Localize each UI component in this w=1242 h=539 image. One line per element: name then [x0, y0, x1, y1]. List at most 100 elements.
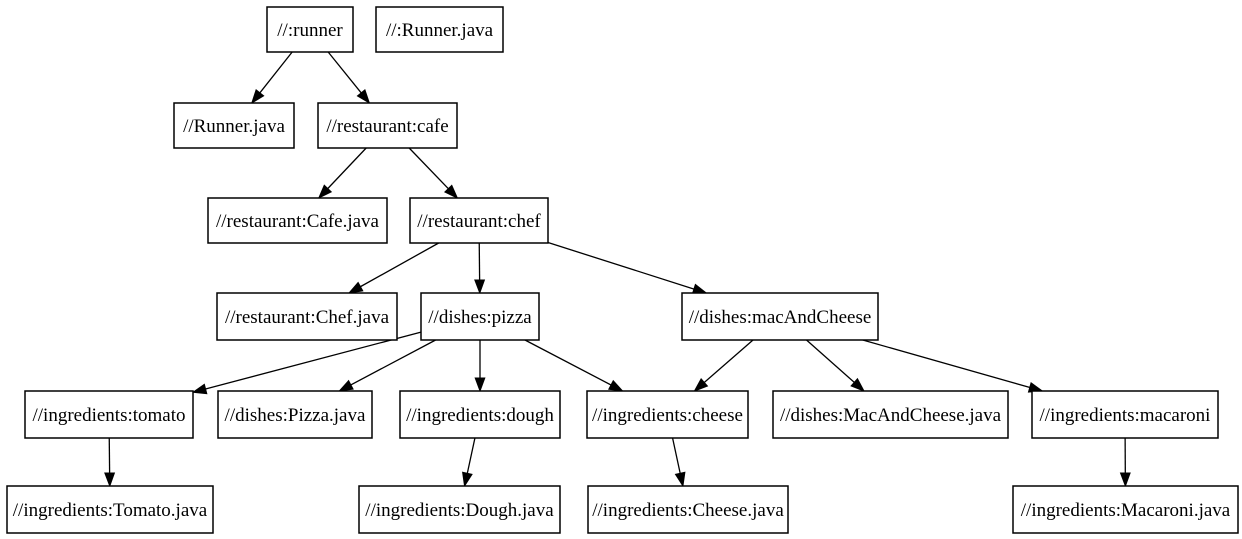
- edge-pizza-tomato: [191, 331, 422, 395]
- edge-arrowhead-icon: [347, 281, 364, 294]
- node-label: //restaurant:Chef.java: [225, 307, 390, 328]
- node-box: [358, 485, 561, 534]
- graph-node-dough-java: //ingredients:Dough.java: [358, 485, 561, 534]
- graph-node-cheese-java: //ingredients:Cheese.java: [587, 485, 789, 534]
- graph-node-mac-and-cheese: //dishes:macAndCheese: [681, 292, 879, 341]
- edge-line: [524, 339, 614, 387]
- edge-pizza-cheese: [524, 339, 624, 392]
- graph-node-runner-java: //Runner.java: [173, 102, 295, 149]
- node-label: //ingredients:macaroni: [1040, 405, 1211, 426]
- node-label: //Runner.java: [183, 116, 285, 137]
- edge-mac-and-cheese-macaroni: [862, 339, 1044, 393]
- edge-chef-pizza: [474, 242, 486, 295]
- node-box: [317, 102, 458, 149]
- edge-arrowhead-icon: [462, 471, 473, 488]
- node-label: //ingredients:Dough.java: [365, 500, 554, 521]
- node-box: [6, 485, 214, 534]
- node-label: //restaurant:cafe: [326, 116, 448, 137]
- edge-chef-mac-and-cheese: [547, 241, 708, 295]
- edge-cafe-chef: [408, 147, 459, 200]
- edge-runner-runner-java: [250, 51, 293, 105]
- node-box: [586, 390, 749, 439]
- edge-arrowhead-icon: [693, 377, 709, 392]
- edge-pizza-pizza-java: [338, 339, 436, 392]
- edge-line: [547, 241, 697, 291]
- edge-line: [806, 339, 857, 385]
- node-box: [399, 390, 561, 439]
- node-label: //ingredients:dough: [406, 405, 554, 426]
- edge-line: [408, 147, 451, 192]
- edge-line: [325, 147, 367, 192]
- edge-line: [257, 51, 293, 96]
- node-label: //ingredients:Macaroni.java: [1021, 500, 1231, 521]
- node-box: [173, 102, 295, 149]
- node-box: [24, 390, 194, 439]
- node-label: //:runner: [277, 20, 343, 41]
- graph-node-mac-and-cheese-java: //dishes:MacAndCheese.java: [772, 390, 1009, 439]
- node-label: //restaurant:Cafe.java: [216, 211, 380, 232]
- edge-line: [347, 339, 436, 387]
- edge-arrowhead-icon: [250, 88, 265, 105]
- edge-line: [701, 339, 754, 385]
- node-box: [409, 197, 549, 244]
- edge-cheese-cheese-java: [671, 437, 686, 488]
- node-label: //ingredients:tomato: [32, 405, 185, 426]
- node-box: [266, 6, 354, 53]
- edge-arrowhead-icon: [104, 472, 116, 488]
- node-box: [216, 292, 398, 341]
- graph-node-runner: //:runner: [266, 6, 354, 53]
- graph-node-cafe: //restaurant:cafe: [317, 102, 458, 149]
- edge-chef-chef-java: [347, 242, 440, 294]
- edge-arrowhead-icon: [608, 379, 624, 392]
- edge-arrowhead-icon: [191, 383, 208, 395]
- graph-node-cheese: //ingredients:cheese: [586, 390, 749, 439]
- edge-line: [862, 339, 1033, 389]
- edge-arrowhead-icon: [474, 279, 486, 295]
- edge-mac-and-cheese-mac-and-cheese-java: [806, 339, 866, 392]
- graph-node-tomato: //ingredients:tomato: [24, 390, 194, 439]
- edge-tomato-tomato-java: [104, 437, 116, 488]
- node-label: //dishes:macAndCheese: [689, 307, 872, 328]
- edges-layer: [104, 51, 1131, 488]
- node-box: [587, 485, 789, 534]
- node-box: [207, 197, 388, 244]
- edge-pizza-dough: [474, 340, 486, 393]
- graph-node-chef: //restaurant:chef: [409, 197, 549, 244]
- edge-arrowhead-icon: [474, 377, 486, 393]
- node-box: [681, 292, 879, 341]
- node-box: [1031, 390, 1219, 439]
- node-box: [420, 292, 540, 341]
- edge-dough-dough-java: [462, 437, 476, 488]
- node-box: [217, 390, 373, 439]
- edge-macaroni-macaroni-java: [1119, 437, 1131, 488]
- graph-node-pizza-java: //dishes:Pizza.java: [217, 390, 373, 439]
- node-label: //:Runner.java: [386, 20, 494, 41]
- edge-line: [202, 331, 422, 391]
- graph-node-tomato-java: //ingredients:Tomato.java: [6, 485, 214, 534]
- node-label: //restaurant:chef: [417, 211, 541, 232]
- graph-node-macaroni: //ingredients:macaroni: [1031, 390, 1219, 439]
- nodes-layer: //:runner //:Runner.java //Runner.java //re…: [6, 6, 1239, 534]
- node-label: //ingredients:Cheese.java: [592, 500, 784, 521]
- graph-node-chef-java: //restaurant:Chef.java: [216, 292, 398, 341]
- edge-line: [327, 51, 364, 96]
- edge-cafe-cafe-java: [317, 147, 367, 200]
- edge-arrowhead-icon: [338, 379, 354, 392]
- graph-node-macaroni-java: //ingredients:Macaroni.java: [1012, 485, 1239, 534]
- edge-line: [466, 437, 476, 477]
- edge-arrowhead-icon: [317, 184, 333, 200]
- edge-line: [671, 437, 682, 477]
- edge-arrowhead-icon: [356, 89, 371, 105]
- node-box: [772, 390, 1009, 439]
- edge-arrowhead-icon: [850, 377, 866, 392]
- node-label: //ingredients:cheese: [592, 405, 743, 426]
- node-label: //dishes:MacAndCheese.java: [780, 405, 1002, 426]
- node-label: //ingredients:Tomato.java: [13, 500, 208, 521]
- graph-node-root-runner-java: //:Runner.java: [375, 6, 504, 53]
- node-label: //dishes:pizza: [428, 307, 532, 328]
- edge-mac-and-cheese-cheese: [693, 339, 754, 392]
- node-box: [375, 6, 504, 53]
- edge-arrowhead-icon: [443, 184, 459, 200]
